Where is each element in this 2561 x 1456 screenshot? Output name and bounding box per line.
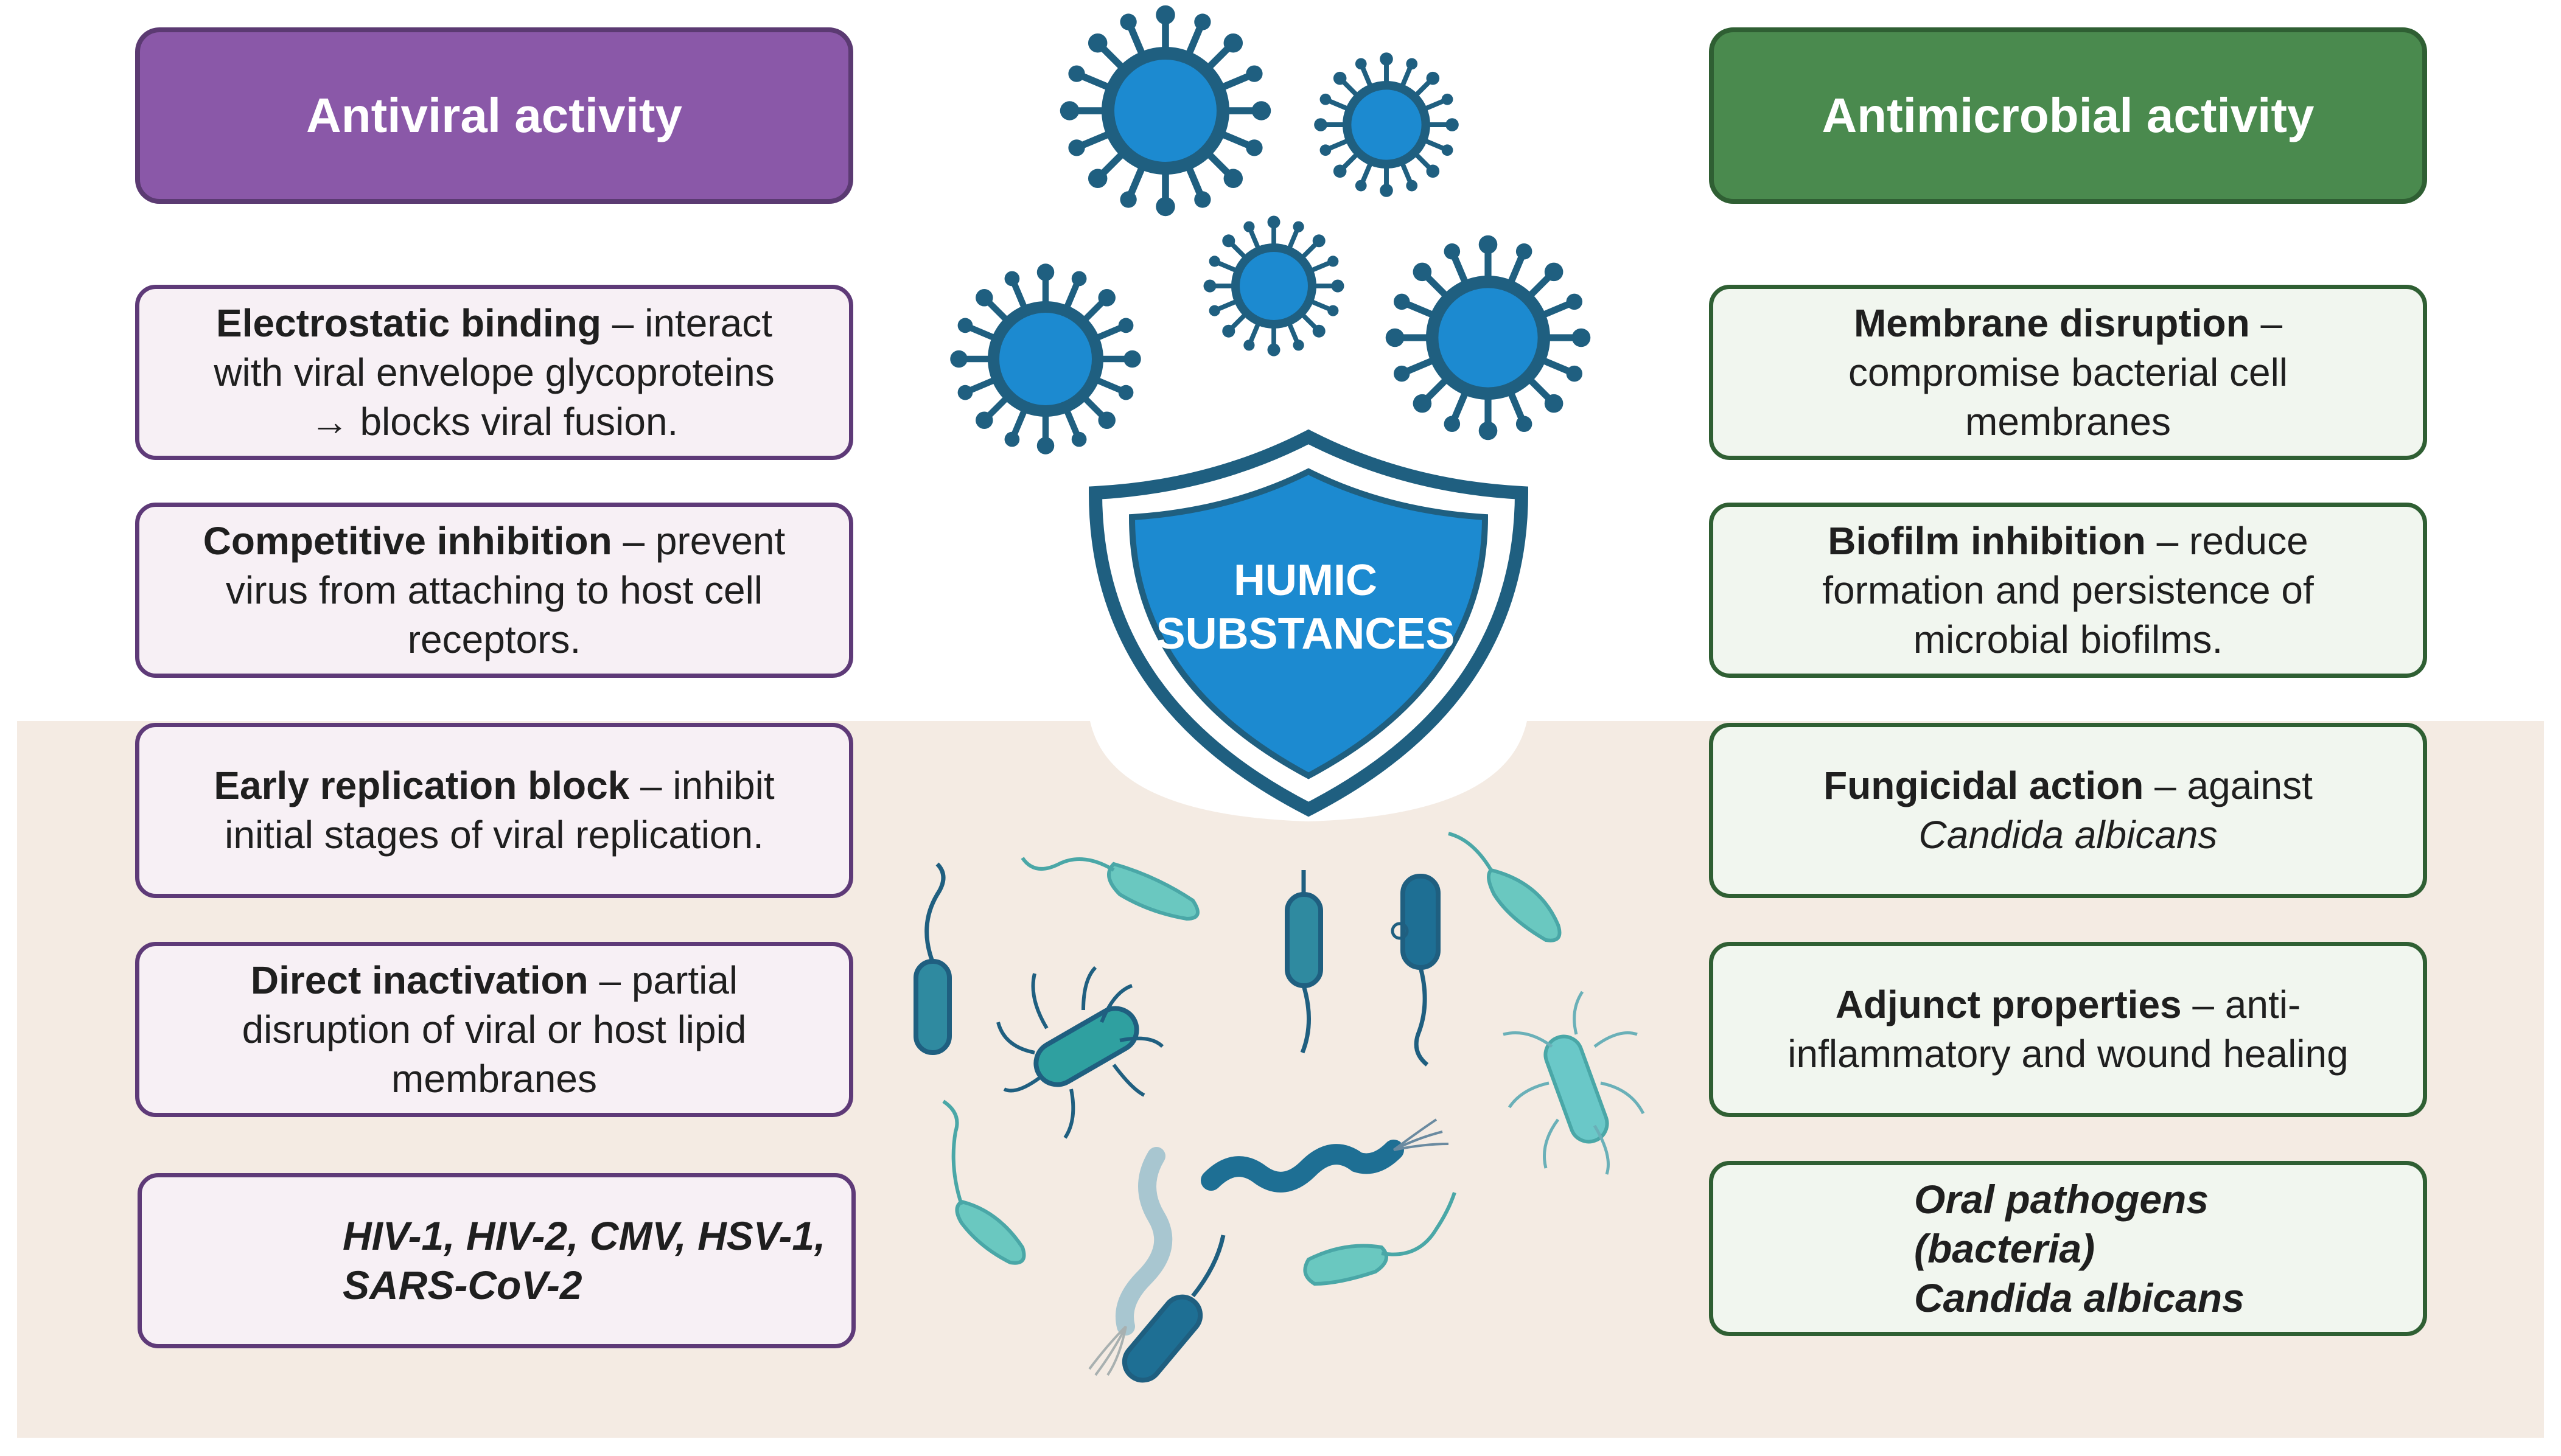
- bacteria-icon: [1391, 874, 1441, 1067]
- bacteria-icon: [1448, 832, 1562, 942]
- card-antiviral-examples: HIV-1, HIV-2, CMV, HSV-1, SARS-CoV-2: [138, 1173, 856, 1348]
- card-early-replication-block: Early replication block – inhibit initia…: [135, 723, 853, 898]
- bacteria-icon: [996, 966, 1164, 1139]
- card-adjunct-properties: Adjunct properties – anti- inflammatory …: [1709, 942, 2427, 1117]
- bacteria-icon: [1021, 857, 1200, 921]
- bacteria-icon: [1303, 1192, 1456, 1286]
- antiviral-header: Antiviral activity: [135, 27, 853, 204]
- bacteria-icon: [942, 1099, 1026, 1265]
- virus-icon: [950, 263, 1141, 455]
- virus-icon: [1060, 5, 1271, 217]
- shield-label: HUMIC SUBSTANCES: [1156, 556, 1455, 658]
- card-membrane-disruption: Membrane disruption – compromise bacteri…: [1709, 285, 2427, 460]
- card-fungicidal-action: Fungicidal action – against Candida albi…: [1709, 723, 2427, 898]
- bacteria-icon: [1201, 1118, 1449, 1193]
- card-competitive-inhibition: Competitive inhibition – prevent virus f…: [135, 503, 853, 678]
- virus-icon: [1314, 52, 1459, 197]
- bacteria-icon: [1122, 1235, 1226, 1383]
- virus-icon: [1204, 216, 1344, 357]
- bacteria-cluster: [914, 832, 1645, 1383]
- card-electrostatic-binding: Electrostatic binding – interact with vi…: [135, 285, 853, 460]
- bacteria-icon: [1285, 870, 1323, 1054]
- bacteria-icon: [1503, 991, 1645, 1175]
- bacteria-icon: [1088, 1147, 1173, 1376]
- antimicrobial-header: Antimicrobial activity: [1709, 27, 2427, 204]
- card-biofilm-inhibition: Biofilm inhibition – reduce formation an…: [1709, 503, 2427, 678]
- card-direct-inactivation: Direct inactivation – partial disruption…: [135, 942, 853, 1117]
- virus-icon: [1386, 235, 1591, 441]
- card-antimicrobial-examples: Oral pathogens (bacteria) Candida albica…: [1709, 1161, 2427, 1336]
- shield-icon: [1088, 429, 1529, 817]
- bacteria-icon: [914, 862, 952, 1055]
